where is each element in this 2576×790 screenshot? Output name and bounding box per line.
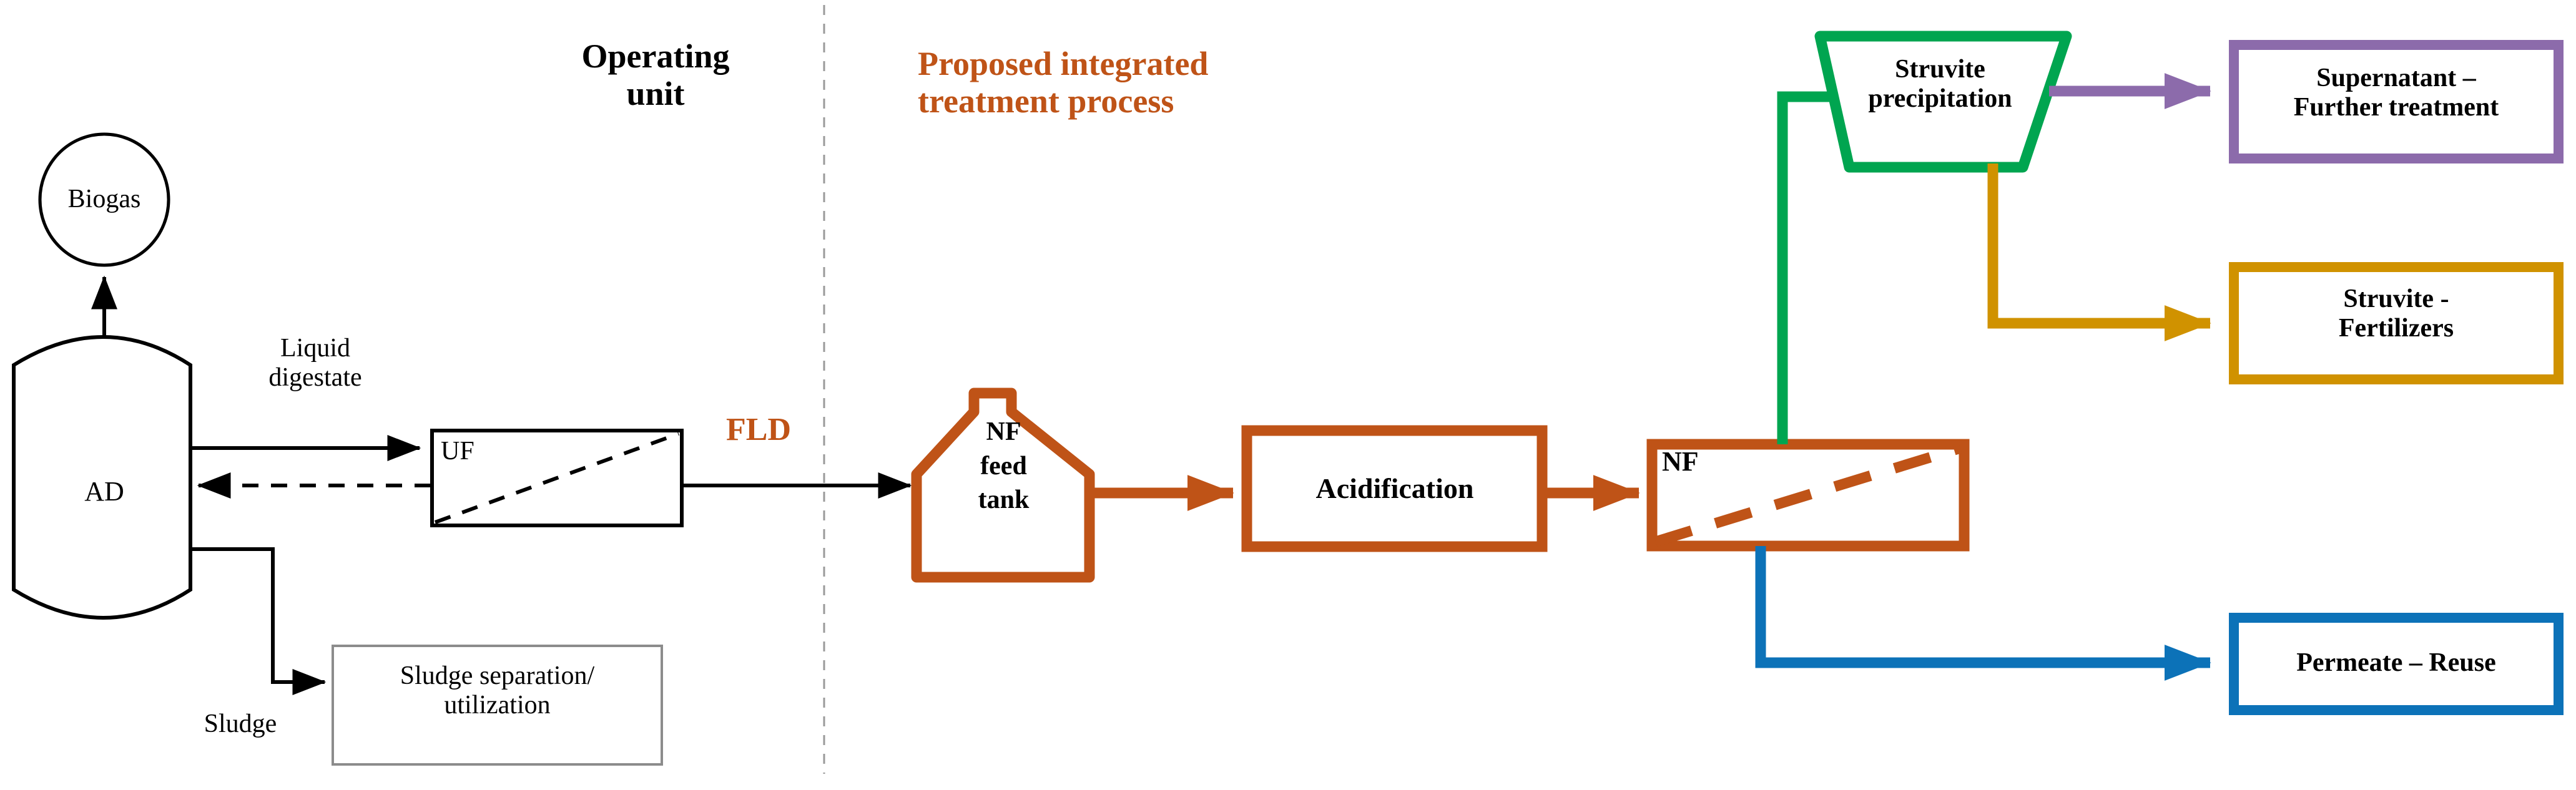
permeate-node xyxy=(2229,613,2564,715)
nf-membrane-line xyxy=(1654,442,1962,547)
nf-feed-tank-node xyxy=(911,388,1095,583)
edge-ad-to-sludge-separation xyxy=(190,547,327,695)
acidification-node xyxy=(1241,425,1548,552)
uf-membrane-line xyxy=(434,432,680,524)
sludge-separation-node xyxy=(332,645,663,766)
supernatant-node xyxy=(2229,40,2564,163)
struvite-fertilizers-node xyxy=(2229,262,2564,384)
edge-struvite-to-fertilizers xyxy=(1987,163,2211,341)
biogas-node xyxy=(38,132,170,267)
struvite-precipitation-node xyxy=(1814,31,2072,173)
edge-nf-to-permeate xyxy=(1755,546,2211,681)
ad-tank-node xyxy=(12,335,192,620)
